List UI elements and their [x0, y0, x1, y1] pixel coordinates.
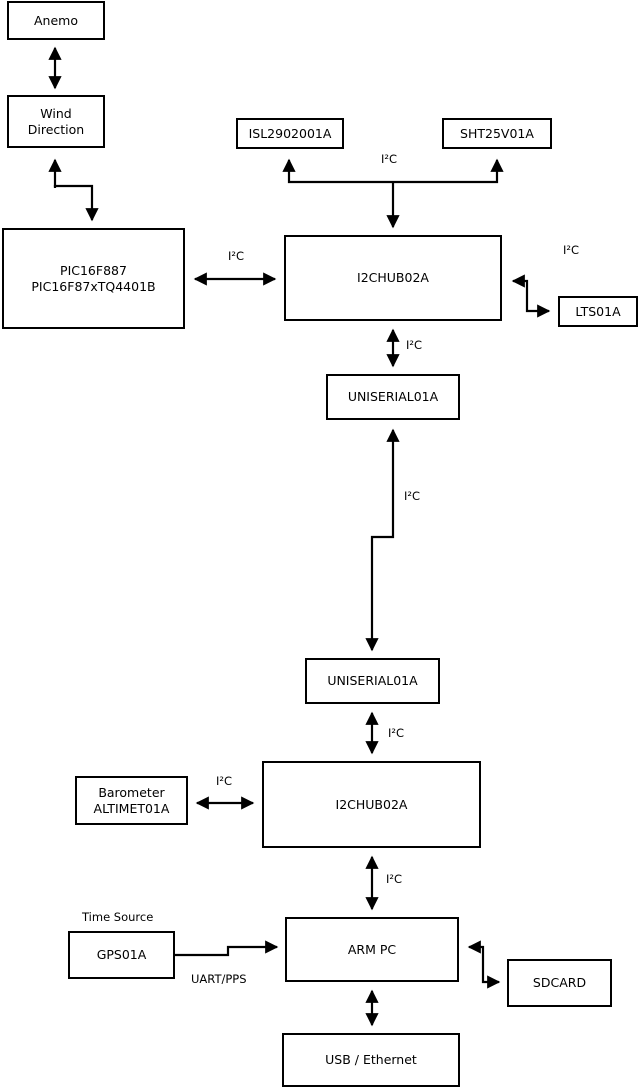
node-sht25v01a-label: SHT25V01A: [460, 125, 534, 141]
edge-label-i2c-uniserial-link: I²C: [404, 489, 421, 503]
node-uniserial01a-lower-label: UNISERIAL01A: [327, 673, 418, 689]
node-sht25v01a[interactable]: SHT25V01A: [442, 118, 552, 149]
edge-label-i2c-uniserial-hub2: I²C: [388, 726, 405, 740]
edge-label-i2c-hub-uniserial: I²C: [406, 338, 423, 352]
node-wind-direction[interactable]: Wind Direction: [7, 95, 105, 148]
node-i2chub02a-top[interactable]: I2CHUB02A: [284, 235, 502, 321]
node-gps01a[interactable]: GPS01A: [68, 931, 175, 979]
edge-label-i2c-hub-lts: I²C: [563, 243, 580, 257]
node-sdcard[interactable]: SDCARD: [507, 959, 612, 1007]
node-pic-mcu-label: PIC16F887 PIC16F87xTQ4401B: [31, 262, 156, 294]
connector-wind-pic-step: [48, 158, 99, 222]
node-uniserial01a-lower[interactable]: UNISERIAL01A: [305, 658, 440, 704]
node-isl2902001a-label: ISL2902001A: [248, 125, 332, 141]
node-usb-ethernet-label: USB / Ethernet: [325, 1052, 417, 1068]
edge-label-i2c-barometer-hub2: I²C: [216, 774, 233, 788]
connector-armpc-sdcard: [467, 940, 501, 989]
label-time-source: Time Source: [82, 910, 154, 924]
node-uniserial01a-upper-label: UNISERIAL01A: [347, 389, 439, 405]
connector-gps-armpc: [175, 940, 279, 957]
node-lts01a[interactable]: LTS01A: [558, 296, 638, 327]
edge-label-i2c-pic-hub: I²C: [228, 249, 245, 263]
node-gps01a-label: GPS01A: [96, 947, 147, 963]
node-isl2902001a[interactable]: ISL2902001A: [236, 118, 344, 149]
node-arm-pc-label: ARM PC: [347, 941, 397, 957]
node-anemo[interactable]: Anemo: [7, 1, 105, 40]
node-i2chub02a-top-label: I2CHUB02A: [357, 270, 429, 286]
edge-label-uart-pps: UART/PPS: [191, 972, 247, 986]
edge-label-i2c-hub-sensors: I²C: [381, 152, 398, 166]
connector-uniserial-link: [365, 428, 400, 652]
node-i2chub02a-bottom-label: I2CHUB02A: [335, 796, 408, 812]
node-barometer-altimet01a[interactable]: Barometer ALTIMET01A: [75, 776, 188, 825]
node-anemo-label: Anemo: [34, 12, 78, 28]
node-arm-pc[interactable]: ARM PC: [285, 917, 459, 982]
edge-label-i2c-hub2-armpc: I²C: [386, 872, 403, 886]
node-usb-ethernet[interactable]: USB / Ethernet: [282, 1033, 460, 1087]
node-lts01a-label: LTS01A: [575, 303, 621, 319]
node-barometer-altimet01a-label: Barometer ALTIMET01A: [93, 784, 170, 816]
connector-hubtop-lts: [511, 274, 551, 318]
node-wind-direction-label: Wind Direction: [27, 105, 85, 137]
node-i2chub02a-bottom[interactable]: I2CHUB02A: [262, 761, 481, 848]
node-pic-mcu[interactable]: PIC16F887 PIC16F87xTQ4401B: [2, 228, 185, 329]
node-sdcard-label: SDCARD: [532, 975, 587, 991]
node-uniserial01a-upper[interactable]: UNISERIAL01A: [326, 374, 460, 420]
